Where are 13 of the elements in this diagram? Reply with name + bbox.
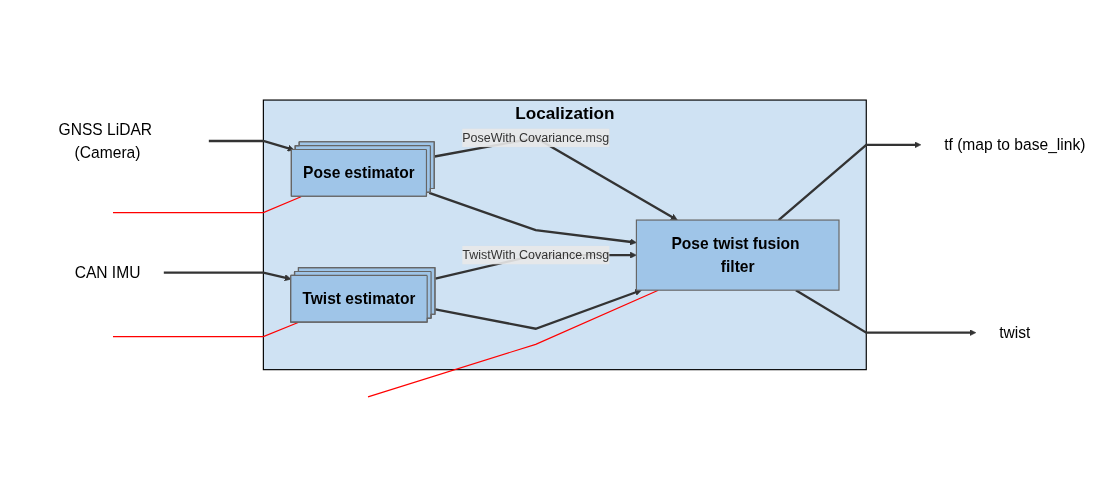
arrow xyxy=(435,289,642,330)
edge-label: TwistWith Covariance.msg xyxy=(462,248,610,262)
node-text: CAN IMU xyxy=(74,264,141,282)
node-text: twist xyxy=(999,324,1031,342)
edge-label: PoseWith Covariance.msg xyxy=(462,130,610,145)
node-text: tf (map to base_link) xyxy=(944,136,1086,154)
node-box: Pose twist fusion filter xyxy=(635,219,840,291)
node-text: GNSS LiDAR (Camera) xyxy=(58,120,153,162)
arrow xyxy=(795,289,977,337)
arrow xyxy=(777,141,922,221)
connector xyxy=(367,289,659,398)
arrow xyxy=(163,271,292,282)
arrow xyxy=(428,191,637,246)
